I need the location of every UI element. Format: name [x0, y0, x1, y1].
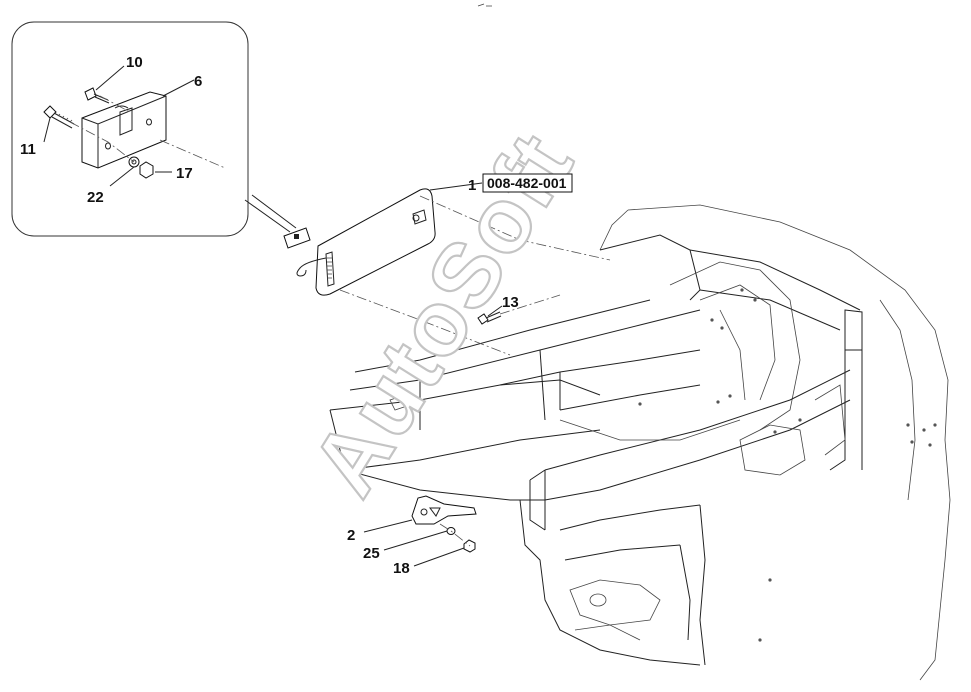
lever-bracket-part-2 [411, 495, 477, 525]
callout-25: 25 [363, 545, 380, 562]
nut-part-17 [139, 161, 154, 179]
screw-part-13 [477, 311, 502, 325]
callout-2: 2 [347, 527, 355, 544]
bolt-part-11 [43, 105, 75, 129]
callout-18: 18 [393, 560, 410, 577]
chassis-frame [329, 204, 951, 681]
detail-inset [11, 21, 249, 237]
callout-13: 13 [502, 294, 519, 311]
top-mark [477, 3, 492, 7]
part-number-box: 008-482-001 [482, 173, 573, 193]
callout-6: 6 [194, 73, 202, 90]
hinge-block-part-6 [81, 91, 167, 169]
part-number-text: 008-482-001 [487, 175, 567, 191]
inset-connector-line [244, 199, 291, 233]
callout-10: 10 [126, 54, 143, 71]
callout-1: 1 [468, 177, 476, 194]
frame-bolt-holes [638, 288, 937, 642]
callout-11: 11 [20, 141, 36, 158]
cover-panel-part-1 [283, 188, 436, 296]
callout-22: 22 [87, 189, 104, 206]
callout-17: 17 [176, 165, 193, 182]
screw-part-10 [84, 87, 110, 104]
